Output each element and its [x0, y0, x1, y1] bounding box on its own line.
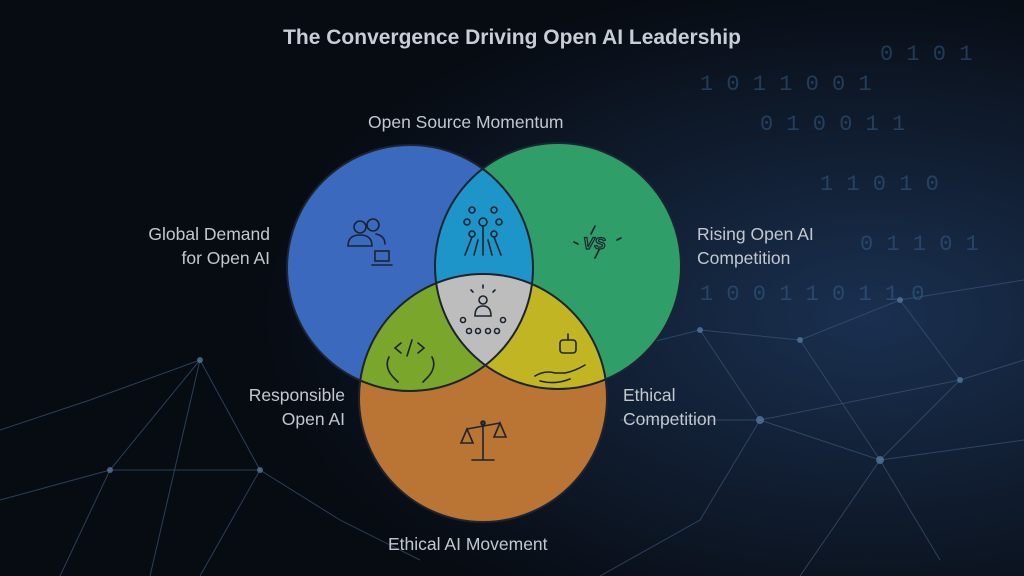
network-community-icon [463, 206, 503, 256]
label-line: Responsible [248, 385, 345, 405]
versus-icon: VS [573, 225, 622, 259]
label-line: for Open AI [181, 248, 270, 268]
region-ethical-competition [435, 274, 607, 389]
leader-audience-icon [459, 284, 507, 335]
label-ethical-ai-movement: Ethical AI Movement [388, 534, 548, 554]
users-laptop-icon [347, 218, 393, 266]
label-open-source-momentum: Open Source Momentum [368, 112, 564, 132]
label-line: Competition [697, 248, 791, 268]
robot-hand-icon [534, 333, 586, 384]
label-responsible-open-ai: Responsible Open AI [200, 383, 345, 431]
svg-text:1 0 1 1 0 0 1: 1 0 1 1 0 0 1 [700, 72, 872, 97]
label-ethical-competition: Ethical Competition [623, 383, 716, 431]
diagram-title: The Convergence Driving Open AI Leadersh… [283, 26, 741, 49]
svg-text:VS: VS [583, 234, 606, 253]
label-line: Ethical [623, 385, 676, 405]
svg-text:1 0 0 1 1 0 1 1 0: 1 0 0 1 1 0 1 1 0 [700, 282, 924, 307]
svg-text:1 1 0 1 0: 1 1 0 1 0 [820, 172, 939, 197]
label-rising-competition: Rising Open AI Competition [697, 222, 814, 270]
label-line: Global Demand [148, 224, 270, 244]
region-responsible [359, 274, 533, 391]
svg-text:0 1 1 0 1: 0 1 1 0 1 [860, 232, 979, 257]
code-hands-icon [386, 339, 435, 383]
svg-text:0 1 0 1: 0 1 0 1 [880, 42, 972, 67]
label-line: Open AI [281, 409, 345, 429]
label-global-demand: Global Demand for Open AI [120, 222, 270, 270]
label-line: Competition [623, 409, 717, 429]
label-line: Rising Open AI [697, 224, 814, 244]
svg-text:0 1 0 0 1 1: 0 1 0 0 1 1 [760, 112, 905, 137]
scales-icon [459, 420, 508, 461]
